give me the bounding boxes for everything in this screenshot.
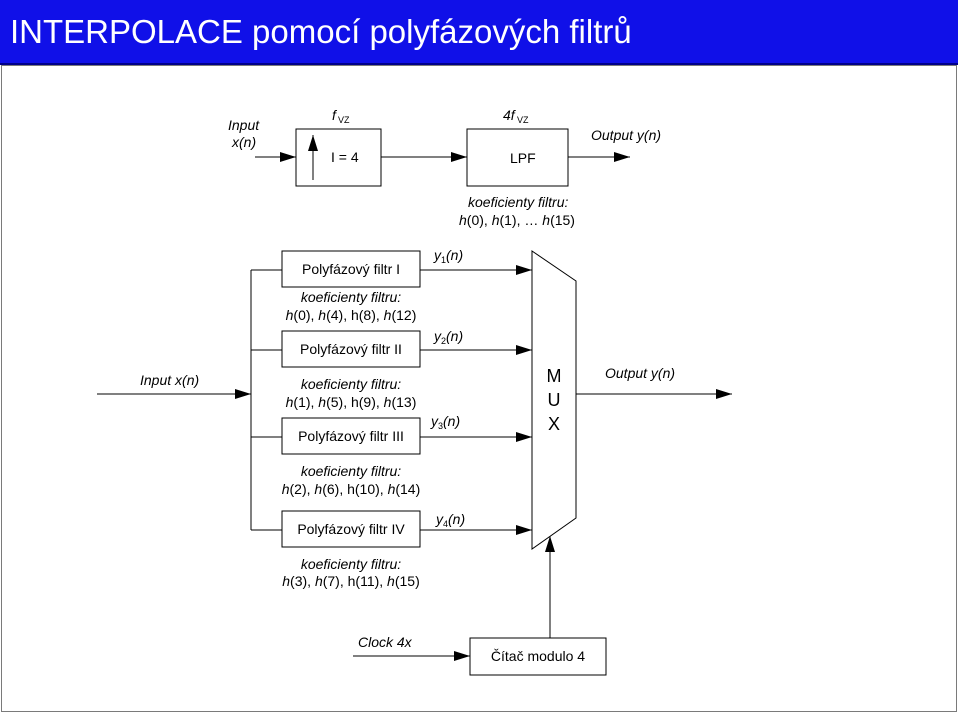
polyphase-filter-3-box: [281, 417, 421, 455]
polyphase-filter-2-box: [281, 330, 421, 368]
filter-2-coef-values: h(1), h(5), h(9), h(13): [286, 394, 417, 410]
rate-out-f: 4f: [503, 107, 517, 123]
polyphase-filter-2-label: Polyfázový filtr II: [300, 341, 402, 357]
top-input-line2: x(n): [231, 134, 256, 150]
top-coef-values: h(0), h(1), … h(15): [459, 212, 575, 228]
y2-label: y2(n): [433, 328, 463, 346]
filter-3-coef-values: h(2), h(6), h(10), h(14): [282, 481, 421, 497]
polyphase-filter-4-box: [281, 510, 421, 548]
top-coef-title: koeficienty filtru:: [468, 194, 568, 210]
y3-label: y3(n): [430, 413, 460, 431]
top-output-label: Output y(n): [591, 127, 661, 143]
rate-in-sub: VZ: [338, 115, 350, 125]
clock-label: Clock 4x: [358, 634, 413, 650]
filter-3-coef-title: koeficienty filtru:: [301, 463, 401, 479]
top-input-line1: Input: [228, 117, 260, 133]
filter-4-coef-values: h(3), h(7), h(11), h(15): [282, 573, 420, 589]
rate-out-sub: VZ: [517, 115, 529, 125]
lpf-box: [466, 128, 569, 187]
main-input-label: Input x(n): [140, 372, 199, 388]
polyphase-filter-3-label: Polyfázový filtr III: [298, 428, 404, 444]
slide-frame: [1, 65, 957, 712]
upsampler-label: I = 4: [331, 149, 359, 165]
counter-box: [469, 637, 607, 676]
mux-letter-m: M: [547, 366, 562, 386]
mux-letter-u: U: [548, 390, 561, 410]
lpf-label: LPF: [510, 150, 536, 166]
polyphase-filter-1-label: Polyfázový filtr I: [302, 261, 400, 277]
filter-1-coef-title: koeficienty filtru:: [301, 289, 401, 305]
y1-label: y1(n): [433, 247, 463, 265]
mux-block: [531, 250, 577, 550]
polyphase-filter-4-label: Polyfázový filtr IV: [297, 521, 405, 537]
filter-4-coef-title: koeficienty filtru:: [301, 556, 401, 572]
filter-1-coef-values: h(0), h(4), h(8), h(12): [286, 307, 417, 323]
polyphase-filter-1-box: [281, 250, 421, 288]
mux-letter-x: X: [548, 414, 560, 434]
rate-in-f: f: [332, 107, 338, 123]
counter-label: Čítač modulo 4: [491, 648, 585, 664]
page-title: INTERPOLACE pomocí polyfázových filtrů: [10, 13, 632, 50]
y4-label: y4(n): [435, 511, 465, 529]
main-output-label: Output y(n): [605, 365, 675, 381]
header-bar: INTERPOLACE pomocí polyfázových filtrů: [0, 0, 958, 65]
filter-2-coef-title: koeficienty filtru:: [301, 376, 401, 392]
